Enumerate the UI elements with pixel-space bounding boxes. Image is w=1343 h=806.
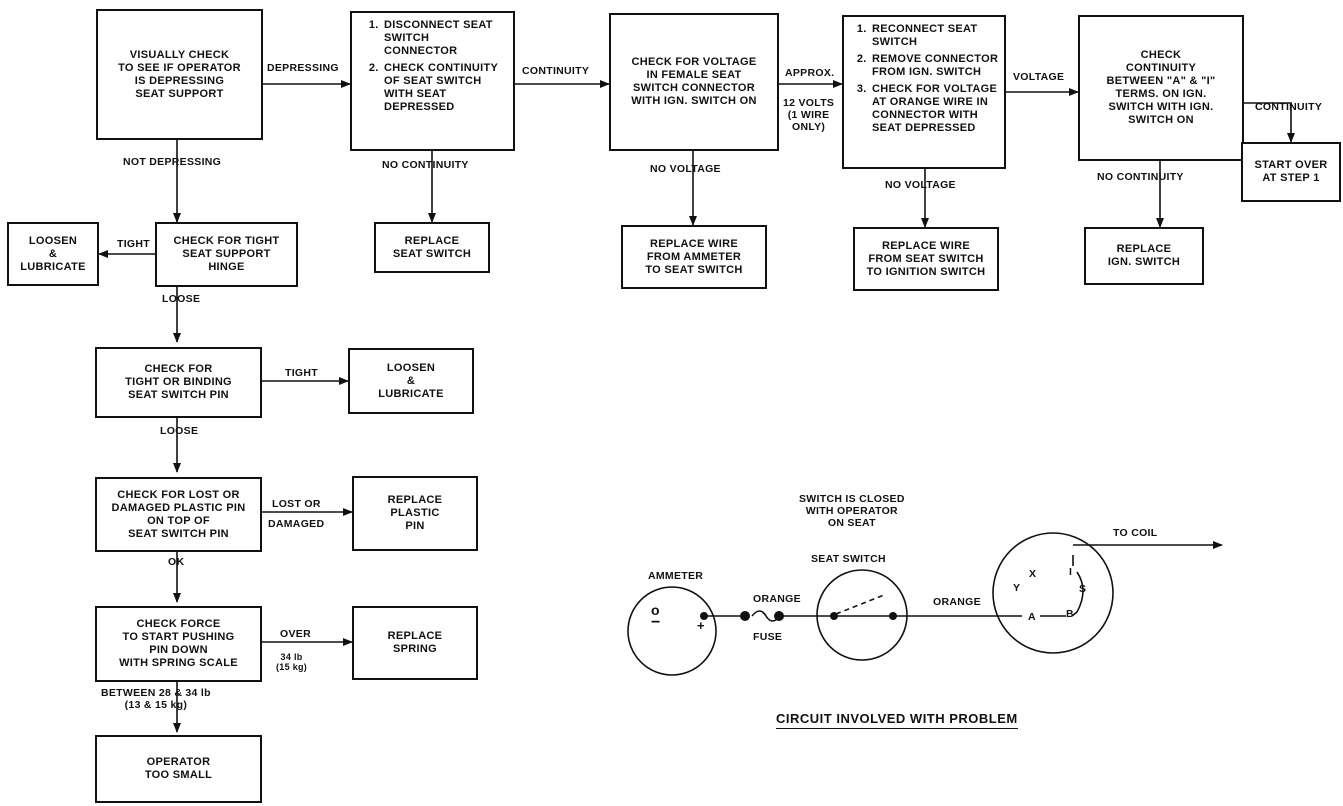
label-no-continuity-1: NO CONTINUITY	[382, 159, 469, 171]
label-tight-1: TIGHT	[117, 238, 150, 250]
box-replace-wire-ammeter: REPLACE WIRE FROM AMMETER TO SEAT SWITCH	[621, 225, 767, 289]
label-lost-or: LOST OR	[272, 498, 321, 510]
label-tight-2: TIGHT	[285, 367, 318, 379]
box-operator-too-small: OPERATOR TOO SMALL	[95, 735, 262, 803]
step-check-continuity: CHECK CONTINUITY OF SEAT SWITCH WITH SEA…	[382, 62, 505, 114]
box-check-voltage: CHECK FOR VOLTAGE IN FEMALE SEAT SWITCH …	[609, 13, 779, 151]
box-replace-seat-switch: REPLACE SEAT SWITCH	[374, 222, 490, 273]
label-damaged: DAMAGED	[268, 518, 325, 530]
fuse-left-dot	[740, 611, 750, 621]
label-depressing: DEPRESSING	[267, 62, 339, 74]
arrow-continuity-2	[1243, 102, 1295, 143]
label-to-coil: TO COIL	[1113, 527, 1158, 539]
label-no-voltage-1: NO VOLTAGE	[650, 163, 721, 175]
box-check-continuity: CHECK CONTINUITY BETWEEN "A" & "I" TERMS…	[1078, 15, 1244, 161]
label-over: OVER	[280, 628, 311, 640]
label-over-value: 34 lb (15 kg)	[276, 652, 308, 672]
terminal-y-label: Y	[1013, 582, 1021, 594]
label-no-continuity-2: NO CONTINUITY	[1097, 171, 1184, 183]
box-visually-check: VISUALLY CHECK TO SEE IF OPERATOR IS DEP…	[96, 9, 263, 140]
step-reconnect: RECONNECT SEAT SWITCH	[870, 23, 1000, 49]
circuit-diagram	[627, 532, 1223, 676]
step-remove-connector: REMOVE CONNECTOR FROM IGN. SWITCH	[870, 53, 1000, 79]
label-continuity-2: CONTINUITY	[1255, 101, 1323, 113]
box-check-hinge: CHECK FOR TIGHT SEAT SUPPORT HINGE	[155, 222, 298, 287]
ammeter-zero-symbol: o	[651, 602, 660, 618]
box-loosen-lubricate-2: LOOSEN & LUBRICATE	[348, 348, 474, 414]
label-ok: OK	[168, 556, 185, 568]
step-check-orange: CHECK FOR VOLTAGE AT ORANGE WIRE IN CONN…	[870, 83, 1000, 135]
ammeter-terminal-dot	[700, 612, 708, 620]
box-replace-plastic-pin: REPLACE PLASTIC PIN	[352, 476, 478, 551]
fuse-symbol	[751, 610, 781, 622]
ammeter-minus-symbol: −	[651, 614, 661, 631]
ammeter-circle	[627, 586, 717, 676]
ignition-switch-circle	[992, 532, 1114, 654]
label-switch-closed: SWITCH IS CLOSED WITH OPERATOR ON SEAT	[799, 493, 905, 529]
label-12-volts: 12 VOLTS (1 WIRE ONLY)	[783, 97, 835, 133]
box-start-over: START OVER AT STEP 1	[1241, 142, 1341, 202]
switch-open-dashed	[835, 594, 885, 615]
box-reconnect-seat-switch: RECONNECT SEAT SWITCH REMOVE CONNECTOR F…	[842, 15, 1006, 169]
label-voltage: VOLTAGE	[1013, 71, 1065, 83]
label-ammeter: AMMETER	[648, 570, 704, 582]
label-not-depressing: NOT DEPRESSING	[123, 156, 222, 168]
label-no-voltage-2: NO VOLTAGE	[885, 179, 956, 191]
terminal-b-label: B	[1066, 608, 1074, 620]
terminal-x-label: X	[1029, 568, 1037, 580]
box-check-binding-pin: CHECK FOR TIGHT OR BINDING SEAT SWITCH P…	[95, 347, 262, 418]
terminal-a-label: A	[1028, 611, 1036, 623]
terminal-i-label: I	[1069, 566, 1073, 578]
circuit-title: CIRCUIT INVOLVED WITH PROBLEM	[776, 711, 1018, 729]
box-check-force: CHECK FORCE TO START PUSHING PIN DOWN WI…	[95, 606, 262, 682]
box-loosen-lubricate-1: LOOSEN & LUBRICATE	[7, 222, 99, 286]
box-replace-spring: REPLACE SPRING	[352, 606, 478, 680]
label-seat-switch: SEAT SWITCH	[811, 553, 886, 565]
label-approx: APPROX.	[785, 67, 835, 79]
label-orange-1: ORANGE	[753, 593, 801, 605]
label-orange-2: ORANGE	[933, 596, 981, 608]
terminal-s-arc	[1071, 571, 1084, 617]
fuse-right-dot	[774, 611, 784, 621]
ammeter-plus-symbol: +	[697, 618, 705, 633]
step-disconnect-connector: DISCONNECT SEAT SWITCH CONNECTOR	[382, 19, 505, 58]
box-disconnect-seat-switch: DISCONNECT SEAT SWITCH CONNECTOR CHECK C…	[350, 11, 515, 151]
seat-switch-circle	[816, 569, 908, 661]
box-replace-wire-seat-switch: REPLACE WIRE FROM SEAT SWITCH TO IGNITIO…	[853, 227, 999, 291]
terminal-s-label: S	[1079, 583, 1087, 595]
label-fuse: FUSE	[753, 631, 783, 643]
label-continuity-1: CONTINUITY	[522, 65, 590, 77]
switch-left-dot	[830, 612, 838, 620]
label-loose-1: LOOSE	[162, 293, 201, 305]
switch-right-dot	[889, 612, 897, 620]
box-replace-ign-switch: REPLACE IGN. SWITCH	[1084, 227, 1204, 285]
label-loose-2: LOOSE	[160, 425, 199, 437]
box-check-lost-pin: CHECK FOR LOST OR DAMAGED PLASTIC PIN ON…	[95, 477, 262, 552]
label-between: BETWEEN 28 & 34 lb (13 & 15 kg)	[101, 687, 211, 711]
